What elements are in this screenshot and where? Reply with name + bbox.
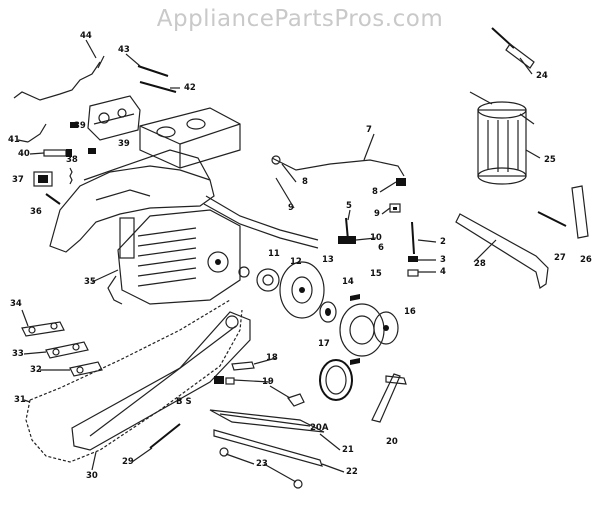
callout-39-b: 39 <box>118 139 130 149</box>
callout-2: 2 <box>440 237 446 247</box>
part-guide-bar <box>71 311 251 451</box>
part-plate-21 <box>209 409 325 433</box>
callout-9-b: 9 <box>374 209 380 219</box>
callout-28: 28 <box>474 259 486 269</box>
callout-16: 16 <box>404 307 416 317</box>
callout-8-a: 8 <box>302 177 308 187</box>
callout-20a: 20A <box>310 423 329 433</box>
part-clip-18 <box>231 361 255 371</box>
callout-41: 41 <box>8 135 20 145</box>
callout-25: 25 <box>544 155 556 165</box>
callout-9-a: 9 <box>288 203 294 213</box>
callout-42: 42 <box>184 83 196 93</box>
part-clutch-hub-16 <box>373 311 399 345</box>
part-stud-2 <box>407 221 419 277</box>
callout-24: 24 <box>536 71 548 81</box>
part-rod-42 <box>139 81 177 93</box>
part-wrench-26 <box>571 185 589 239</box>
callout-35: 35 <box>84 277 96 287</box>
part-file-holder-20 <box>371 373 407 423</box>
part-washer-11 <box>238 266 250 278</box>
part-screw-39 <box>70 122 96 154</box>
part-fitting-9 <box>389 203 401 213</box>
callout-3: 3 <box>440 255 446 265</box>
part-screwdriver-24 <box>491 27 535 69</box>
part-carburetor <box>87 95 141 141</box>
part-pin-29 <box>149 423 181 449</box>
callout-37: 37 <box>12 175 24 185</box>
part-key-23 <box>219 447 303 489</box>
leader-lines <box>17 39 541 483</box>
part-clutch-drum-13 <box>279 261 325 319</box>
part-rod-43 <box>137 65 169 77</box>
callout-44: 44 <box>80 31 92 41</box>
callout-23: 23 <box>256 459 268 469</box>
part-engine-block <box>107 209 241 305</box>
callout-17: 17 <box>318 339 330 349</box>
callout-12: 12 <box>290 257 302 267</box>
callout-21: 21 <box>342 445 354 455</box>
callout-29: 29 <box>122 457 134 467</box>
callout-36: 36 <box>30 207 42 217</box>
callout-4: 4 <box>440 267 446 277</box>
callout-30: 30 <box>86 471 98 481</box>
part-fuel-line-9 <box>203 195 319 249</box>
callout-39-a: 39 <box>74 121 86 131</box>
callout-20: 20 <box>386 437 398 447</box>
part-strap-32 <box>69 361 103 377</box>
part-bolt-5 <box>338 217 356 244</box>
part-throttle-rod <box>13 55 105 101</box>
callout-31: 31 <box>14 395 26 405</box>
callout-8-b: 8 <box>372 187 378 197</box>
callout-27: 27 <box>554 253 566 263</box>
callout-11: 11 <box>268 249 280 259</box>
callout-43: 43 <box>118 45 130 55</box>
callout-26: 26 <box>580 255 592 265</box>
callout-40: 40 <box>18 149 30 159</box>
callout-15: 15 <box>370 269 382 279</box>
part-clutch-15 <box>339 294 385 365</box>
part-nut-19 <box>214 376 305 407</box>
callout-labels: 44 43 42 41 40 39 39 38 37 36 35 34 33 3… <box>8 31 592 481</box>
part-oil-line-7 <box>271 155 405 177</box>
part-rail-22 <box>213 429 323 467</box>
part-bolt-36 <box>45 193 61 205</box>
guide-bar-mark: B S <box>176 397 192 407</box>
part-saw-chain <box>25 299 243 463</box>
callout-22: 22 <box>346 467 358 477</box>
part-oil-can-25 <box>469 91 535 185</box>
cylinder-fins <box>137 227 197 287</box>
part-bearing-12 <box>256 268 280 292</box>
callout-32: 32 <box>30 365 42 375</box>
part-spacer-14 <box>319 301 337 323</box>
part-strap-33 <box>45 341 89 359</box>
part-handle-housing <box>49 149 215 253</box>
part-fitting-8 <box>396 178 406 186</box>
part-fuel-tank <box>139 107 241 169</box>
part-punch-27 <box>537 211 567 227</box>
callout-5: 5 <box>346 201 352 211</box>
callout-34: 34 <box>10 299 22 309</box>
part-strap-34 <box>21 321 65 337</box>
part-wrench-28 <box>455 213 549 289</box>
callout-7: 7 <box>366 125 372 135</box>
callout-33: 33 <box>12 349 24 359</box>
part-link-41 <box>27 123 47 143</box>
watermark-brand: AppliancePartsPros.com <box>156 6 444 32</box>
callout-13: 13 <box>322 255 334 265</box>
part-spring-38 <box>69 167 73 185</box>
callout-6: 6 <box>378 243 384 253</box>
part-ring-17 <box>319 359 353 401</box>
callout-14: 14 <box>342 277 354 287</box>
callout-18: 18 <box>266 353 278 363</box>
part-switch-37 <box>33 171 53 187</box>
callout-38: 38 <box>66 155 78 165</box>
